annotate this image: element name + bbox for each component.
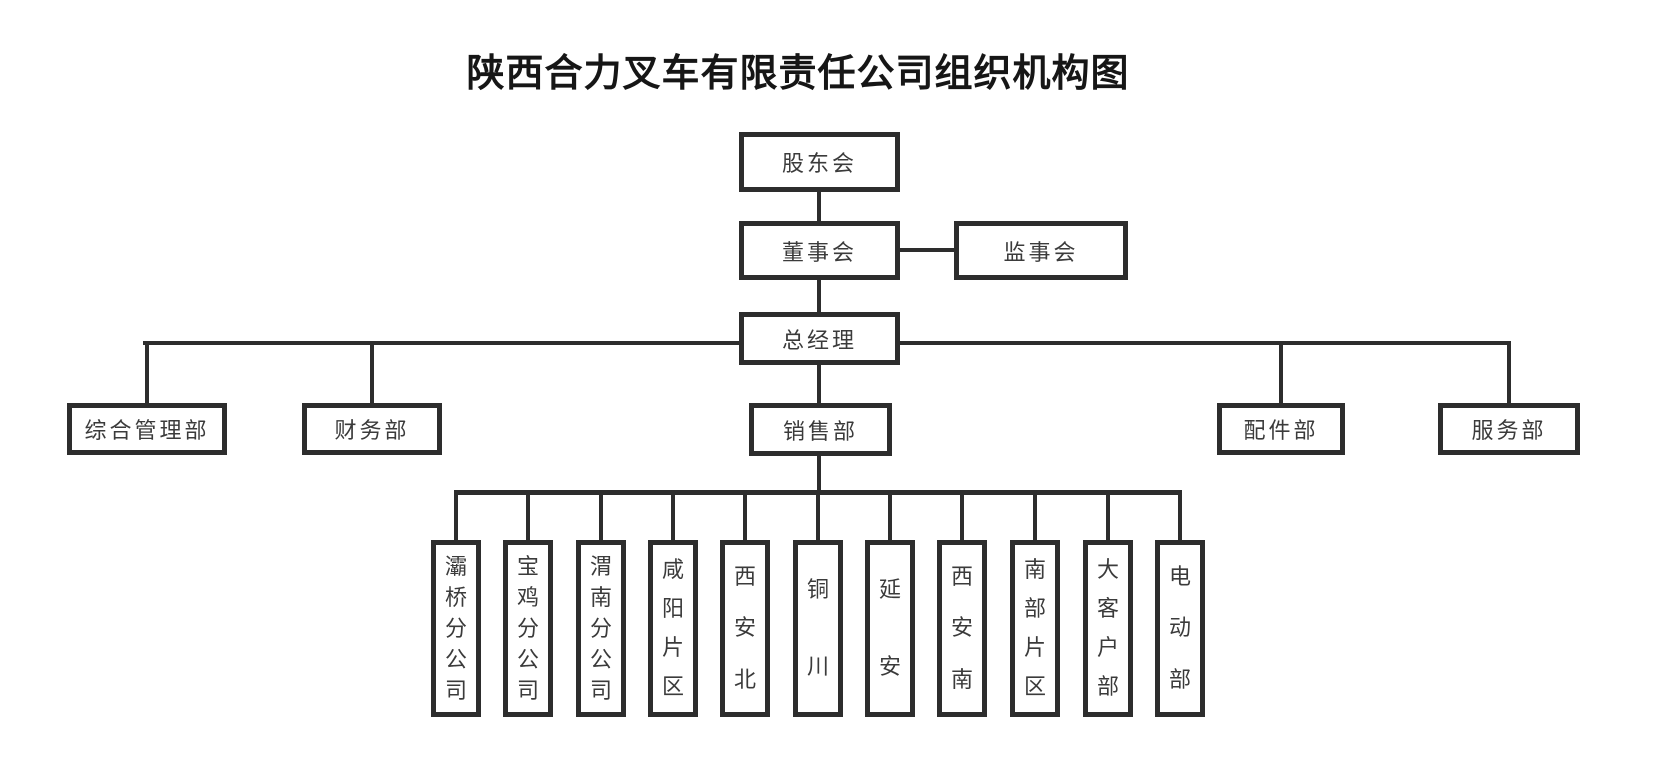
branch-label: 咸阳片区 [661,557,684,699]
branch-baqiao: 灞桥分公司 [431,490,481,717]
branch-box: 南部片区 [1010,540,1060,717]
connector-branch-drop [599,490,603,540]
branch-box: 宝鸡分公司 [503,540,553,717]
branch-label: 灞桥分公司 [444,553,467,703]
connector-gm-sales [817,365,821,403]
branch-xian-south: 西安南 [937,490,987,717]
branch-box: 电动部 [1155,540,1205,717]
branch-weinan: 渭南分公司 [576,490,626,717]
branch-label: 南部片区 [1023,557,1046,699]
node-dept-sales-label: 销售部 [782,418,858,444]
node-dept-parts: 配件部 [1217,403,1345,455]
connector-drop-service [1507,341,1511,403]
branch-box: 西安北 [720,540,770,717]
connector-drop-finance [370,341,374,403]
node-supervisory-label: 监事会 [1003,239,1079,265]
connector-branch-drop [1033,490,1037,540]
node-dept-service-label: 服务部 [1471,418,1547,443]
branch-label: 电动部 [1168,563,1191,693]
branch-label: 宝鸡分公司 [516,553,539,703]
connector-branch-drop [671,490,675,540]
branch-baoji: 宝鸡分公司 [503,490,553,717]
node-shareholders: 股东会 [739,132,900,192]
connector-branch-drop [743,490,747,540]
branch-label: 铜川 [806,576,829,680]
connector-branch-drop [888,490,892,540]
connector-gm-left-bus [143,341,739,345]
connector-drop-parts [1279,341,1283,403]
connector-branch-drop [816,490,820,540]
node-shareholders-label: 股东会 [781,151,857,176]
connector-branch-drop [1106,490,1110,540]
branch-box: 灞桥分公司 [431,540,481,717]
branch-label: 渭南分公司 [589,553,612,703]
connector-branch-drop [960,490,964,540]
branch-xian-north: 西安北 [720,490,770,717]
node-dept-finance-label: 财务部 [334,418,410,443]
branch-tongchuan: 铜川 [793,490,843,717]
branch-label: 西安北 [733,563,756,693]
node-dept-service: 服务部 [1438,403,1580,455]
branch-box: 延安 [865,540,915,717]
branch-box: 咸阳片区 [648,540,698,717]
node-board: 董事会 [739,221,900,280]
branch-label: 延安 [878,576,901,680]
node-dept-sales: 销售部 [749,403,892,456]
node-dept-general-admin: 综合管理部 [67,403,227,455]
connector-branch-drop [454,490,458,540]
branch-key-accounts: 大客户部 [1083,490,1133,717]
branch-box: 西安南 [937,540,987,717]
branch-xianyang: 咸阳片区 [648,490,698,717]
chart-title: 陕西合力叉车有限责任公司组织机构图 [466,53,1130,95]
node-general-manager-label: 总经理 [781,327,857,353]
connector-shareholders-board [817,192,821,221]
branch-southern-district: 南部片区 [1010,490,1060,717]
branch-label: 西安南 [950,563,973,693]
connector-sales-bus [817,456,821,492]
branch-label: 大客户部 [1096,557,1119,699]
branch-box: 大客户部 [1083,540,1133,717]
node-dept-parts-label: 配件部 [1243,418,1319,443]
connector-branch-drop [1178,490,1182,540]
connector-board-supervisory [900,248,954,252]
connector-branch-drop [526,490,530,540]
node-dept-general-admin-label: 综合管理部 [84,418,210,443]
branch-box: 渭南分公司 [576,540,626,717]
node-supervisory: 监事会 [954,221,1128,280]
branch-box: 铜川 [793,540,843,717]
branch-electric: 电动部 [1155,490,1205,717]
branch-yanan: 延安 [865,490,915,717]
node-board-label: 董事会 [781,239,857,265]
connector-board-gm [817,280,821,312]
node-dept-finance: 财务部 [302,403,442,455]
connector-drop-general-admin [145,341,149,403]
connector-gm-right-bus [900,341,1511,345]
node-general-manager: 总经理 [739,312,900,365]
